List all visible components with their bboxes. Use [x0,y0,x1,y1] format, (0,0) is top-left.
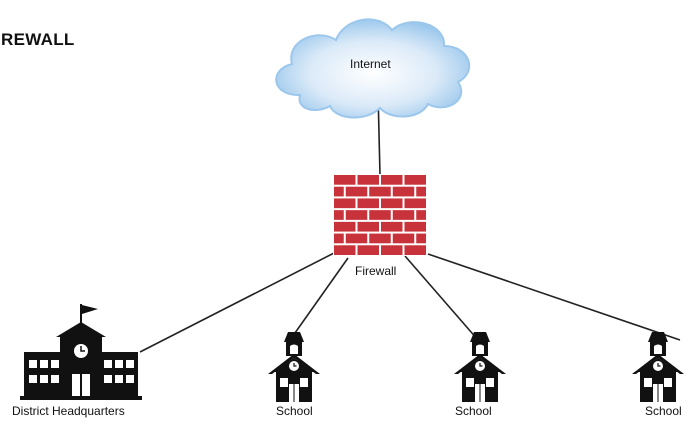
district-headquarters-label: District Headquarters [12,404,125,418]
brick [404,175,426,185]
link-firewall-school3 [427,253,681,341]
school-label: School [276,404,313,418]
brick [345,233,368,244]
brick [416,233,426,244]
brick [334,245,356,255]
firewall-label: Firewall [355,264,397,278]
link-firewall-school1 [289,257,349,341]
brick [381,245,403,255]
brick [334,198,356,209]
brick [357,245,379,255]
brick [404,198,426,209]
brick [381,198,403,209]
page-title: IREWALL [0,30,75,49]
brick [334,186,344,197]
schoolhouse-icon [631,331,685,403]
brick [392,233,415,244]
brick [345,186,368,197]
brick [369,210,391,220]
brick [416,186,426,197]
schoolhouse-icon [453,331,507,403]
school-label: School [645,404,682,418]
internet-label: Internet [350,57,391,71]
brick [345,210,368,220]
schoolhouse-icon [268,332,320,402]
brick [404,245,426,255]
school-label: School [455,404,492,418]
brick [392,210,415,220]
brick [416,210,426,220]
link-firewall-school2 [404,255,479,341]
brick [334,210,344,220]
connections [139,91,681,353]
brick [369,186,391,197]
brick [334,221,356,232]
cloud-icon [275,18,471,119]
brick [404,221,426,232]
brick [381,175,403,185]
brick [357,198,379,209]
brick-wall-icon [333,174,427,256]
brick [392,186,415,197]
brick [357,175,379,185]
brick [369,233,391,244]
link-firewall-hq [139,251,337,353]
brick [357,221,379,232]
brick [381,221,403,232]
brick [334,175,356,185]
school-building-icon [20,304,142,400]
brick [334,233,344,244]
